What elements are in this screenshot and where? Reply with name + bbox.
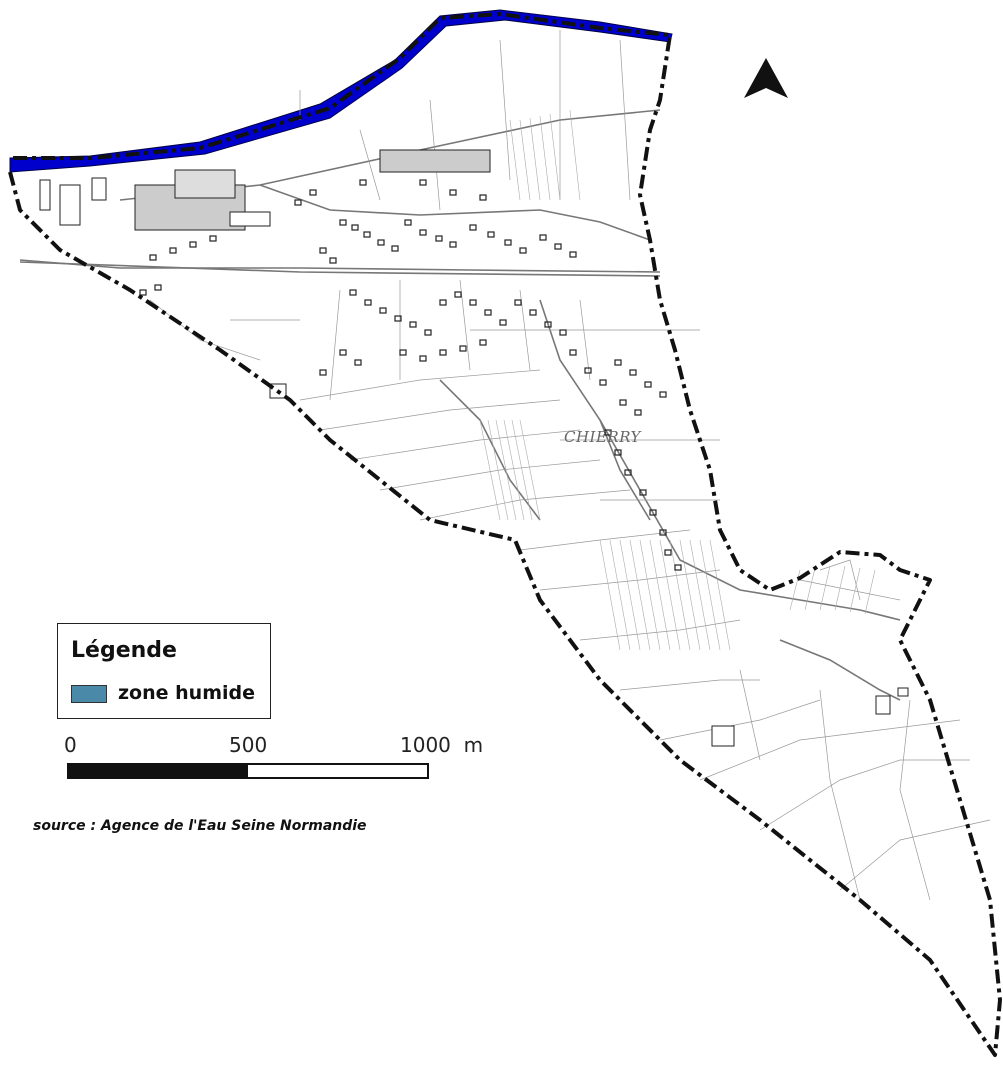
village-houses (139, 179, 682, 571)
north-arrow-icon (744, 58, 788, 98)
parcel-lines (149, 30, 991, 901)
commune-area (10, 18, 1000, 1050)
scale-bar (67, 763, 429, 779)
legend-title: Légende (71, 638, 177, 663)
scale-label-1000: 1000 m (400, 733, 484, 757)
scale-label-500: 500 (229, 733, 268, 757)
source-text: source : Agence de l'Eau Seine Normandie (33, 818, 367, 834)
parcel-hatching (479, 109, 876, 651)
legend-swatch-zone-humide (71, 685, 107, 703)
buildings (39, 149, 909, 747)
scale-label-0: 0 (64, 733, 77, 757)
legend-label-zone-humide: zone humide (118, 682, 255, 704)
place-label-chierry: CHIERRY (564, 428, 641, 446)
legend-box: Légende zone humide (57, 623, 271, 719)
commune-boundary (8, 12, 1002, 1057)
